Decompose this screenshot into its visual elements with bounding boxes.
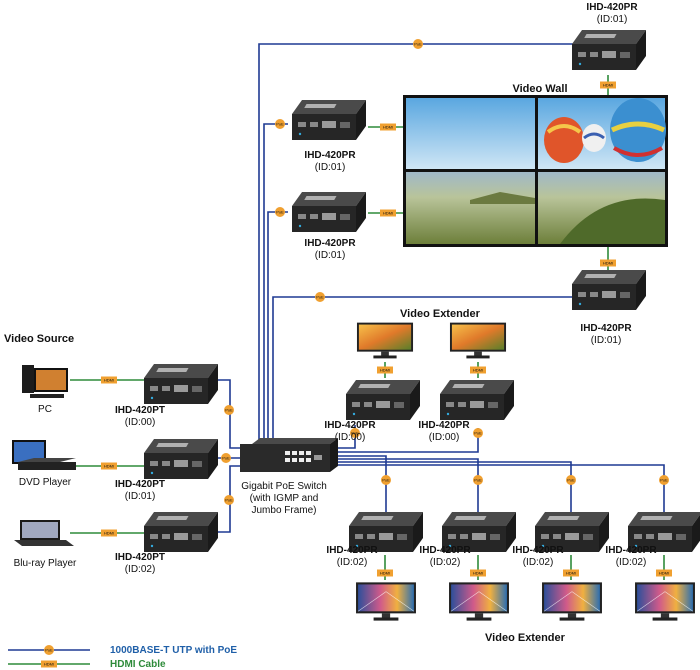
svg-text:HDMI: HDMI <box>603 261 613 266</box>
mid-receiver-0 <box>346 380 420 420</box>
title-video-wall: Video Wall <box>512 83 567 95</box>
source-label-bluray: Blu-ray Player <box>14 558 77 569</box>
poe-switch <box>240 438 338 472</box>
hdmi-badges: HDMI HDMI HDMI HDMI HDMI HDMI HDMI HDMI … <box>101 81 672 577</box>
transmitter-2 <box>144 512 218 552</box>
wall-rx-2-id: (ID:01) <box>315 250 346 261</box>
bluray-player-icon <box>14 520 74 546</box>
poe-badges: PoE PoE PoE PoE PoE PoE PoE PoE PoE PoE … <box>221 39 669 505</box>
wall-receiver-2 <box>292 192 366 232</box>
pc-icon <box>22 365 68 398</box>
mid-rx-0-model: IHD-420PR <box>324 420 376 431</box>
svg-text:HDMI: HDMI <box>104 464 114 469</box>
cable-bottom-rx3 <box>330 464 665 512</box>
tx2-model: IHD-420PT <box>115 552 165 563</box>
svg-text:PoE: PoE <box>276 122 284 127</box>
svg-text:PoE: PoE <box>567 478 575 483</box>
tx1-id: (ID:01) <box>125 491 156 502</box>
svg-text:HDMI: HDMI <box>473 571 483 576</box>
tv-bottom-3 <box>634 581 696 622</box>
bottom-rx-3-model: IHD-420PR <box>605 545 657 556</box>
legend: PoE HDMI <box>8 645 90 668</box>
svg-text:PoE: PoE <box>45 648 53 653</box>
mid-rx-1-id: (ID:00) <box>429 432 460 443</box>
wall-rx-4-id: (ID:01) <box>591 335 622 346</box>
transmitter-0 <box>144 364 218 404</box>
mid-rx-1-model: IHD-420PR <box>418 420 470 431</box>
svg-text:HDMI: HDMI <box>380 571 390 576</box>
svg-text:HDMI: HDMI <box>566 571 576 576</box>
bottom-rx-0-model: IHD-420PR <box>326 545 378 556</box>
svg-text:HDMI: HDMI <box>659 571 669 576</box>
video-wall <box>403 95 668 247</box>
svg-text:PoE: PoE <box>474 431 482 436</box>
svg-text:PoE: PoE <box>474 478 482 483</box>
source-label-dvd: DVD Player <box>19 477 72 488</box>
svg-text:HDMI: HDMI <box>104 378 114 383</box>
bottom-rx-1-model: IHD-420PR <box>419 545 471 556</box>
svg-text:HDMI: HDMI <box>383 211 393 216</box>
source-label-pc: PC <box>38 404 52 415</box>
svg-text:HDMI: HDMI <box>383 125 393 130</box>
legend-utp-label: 1000BASE-T UTP with PoE <box>110 645 237 656</box>
tv-mid-1 <box>449 322 507 359</box>
svg-text:HDMI: HDMI <box>603 83 613 88</box>
switch-line1: Gigabit PoE Switch <box>241 481 327 492</box>
cable-bottom-rx0 <box>330 455 387 512</box>
balloon-icon <box>544 117 584 163</box>
wall-rx-top-id: (ID:01) <box>597 14 628 25</box>
tv-mid-0 <box>356 322 414 359</box>
cable-to-wall-receiver-2 <box>267 211 288 455</box>
title-video-extender-top: Video Extender <box>400 308 481 320</box>
wall-rx-1-id: (ID:01) <box>315 162 346 173</box>
svg-text:PoE: PoE <box>222 456 230 461</box>
wall-rx-top-model: IHD-420PR <box>586 2 638 13</box>
svg-text:PoE: PoE <box>276 210 284 215</box>
tv-bottom-1 <box>448 581 510 622</box>
labels: Video Source Video Wall Video Extender V… <box>4 2 657 670</box>
mid-receiver-1 <box>440 380 514 420</box>
wall-receiver-4 <box>572 270 646 310</box>
svg-text:HDMI: HDMI <box>380 368 390 373</box>
svg-text:PoE: PoE <box>225 498 233 503</box>
svg-text:HDMI: HDMI <box>44 662 54 667</box>
tx0-id: (ID:00) <box>125 417 156 428</box>
transmitter-1 <box>144 439 218 479</box>
cable-bottom-rx2 <box>330 461 572 512</box>
tv-bottom-2 <box>541 581 603 622</box>
wall-rx-1-model: IHD-420PR <box>304 150 356 161</box>
svg-text:HDMI: HDMI <box>104 531 114 536</box>
svg-text:PoE: PoE <box>316 295 324 300</box>
bottom-rx-2-id: (ID:02) <box>523 557 554 568</box>
title-video-source: Video Source <box>4 333 74 345</box>
tx2-id: (ID:02) <box>125 564 156 575</box>
svg-text:PoE: PoE <box>382 478 390 483</box>
cable-bottom-rx1 <box>330 458 479 512</box>
svg-text:PoE: PoE <box>414 42 422 47</box>
bottom-rx-1-id: (ID:02) <box>430 557 461 568</box>
tv-bottom-0 <box>355 581 417 622</box>
bottom-rx-2-model: IHD-420PR <box>512 545 564 556</box>
legend-hdmi-label: HDMI Cable <box>110 659 166 670</box>
dvd-player-icon <box>12 440 76 470</box>
wall-receiver-top <box>572 30 646 70</box>
svg-text:PoE: PoE <box>225 408 233 413</box>
mid-rx-0-id: (ID:00) <box>335 432 366 443</box>
switch-line3: Jumbo Frame) <box>251 505 316 516</box>
tx1-model: IHD-420PT <box>115 479 165 490</box>
title-video-extender-bottom: Video Extender <box>485 632 566 644</box>
bottom-rx-3-id: (ID:02) <box>616 557 647 568</box>
switch-line2: (with IGMP and <box>250 493 319 504</box>
tx0-model: IHD-420PT <box>115 405 165 416</box>
wall-receiver-1 <box>292 100 366 140</box>
svg-text:PoE: PoE <box>660 478 668 483</box>
wall-rx-2-model: IHD-420PR <box>304 238 356 249</box>
wall-rx-4-model: IHD-420PR <box>580 323 632 334</box>
svg-text:HDMI: HDMI <box>473 368 483 373</box>
svg-text:PoE: PoE <box>351 431 359 436</box>
bottom-rx-0-id: (ID:02) <box>337 557 368 568</box>
